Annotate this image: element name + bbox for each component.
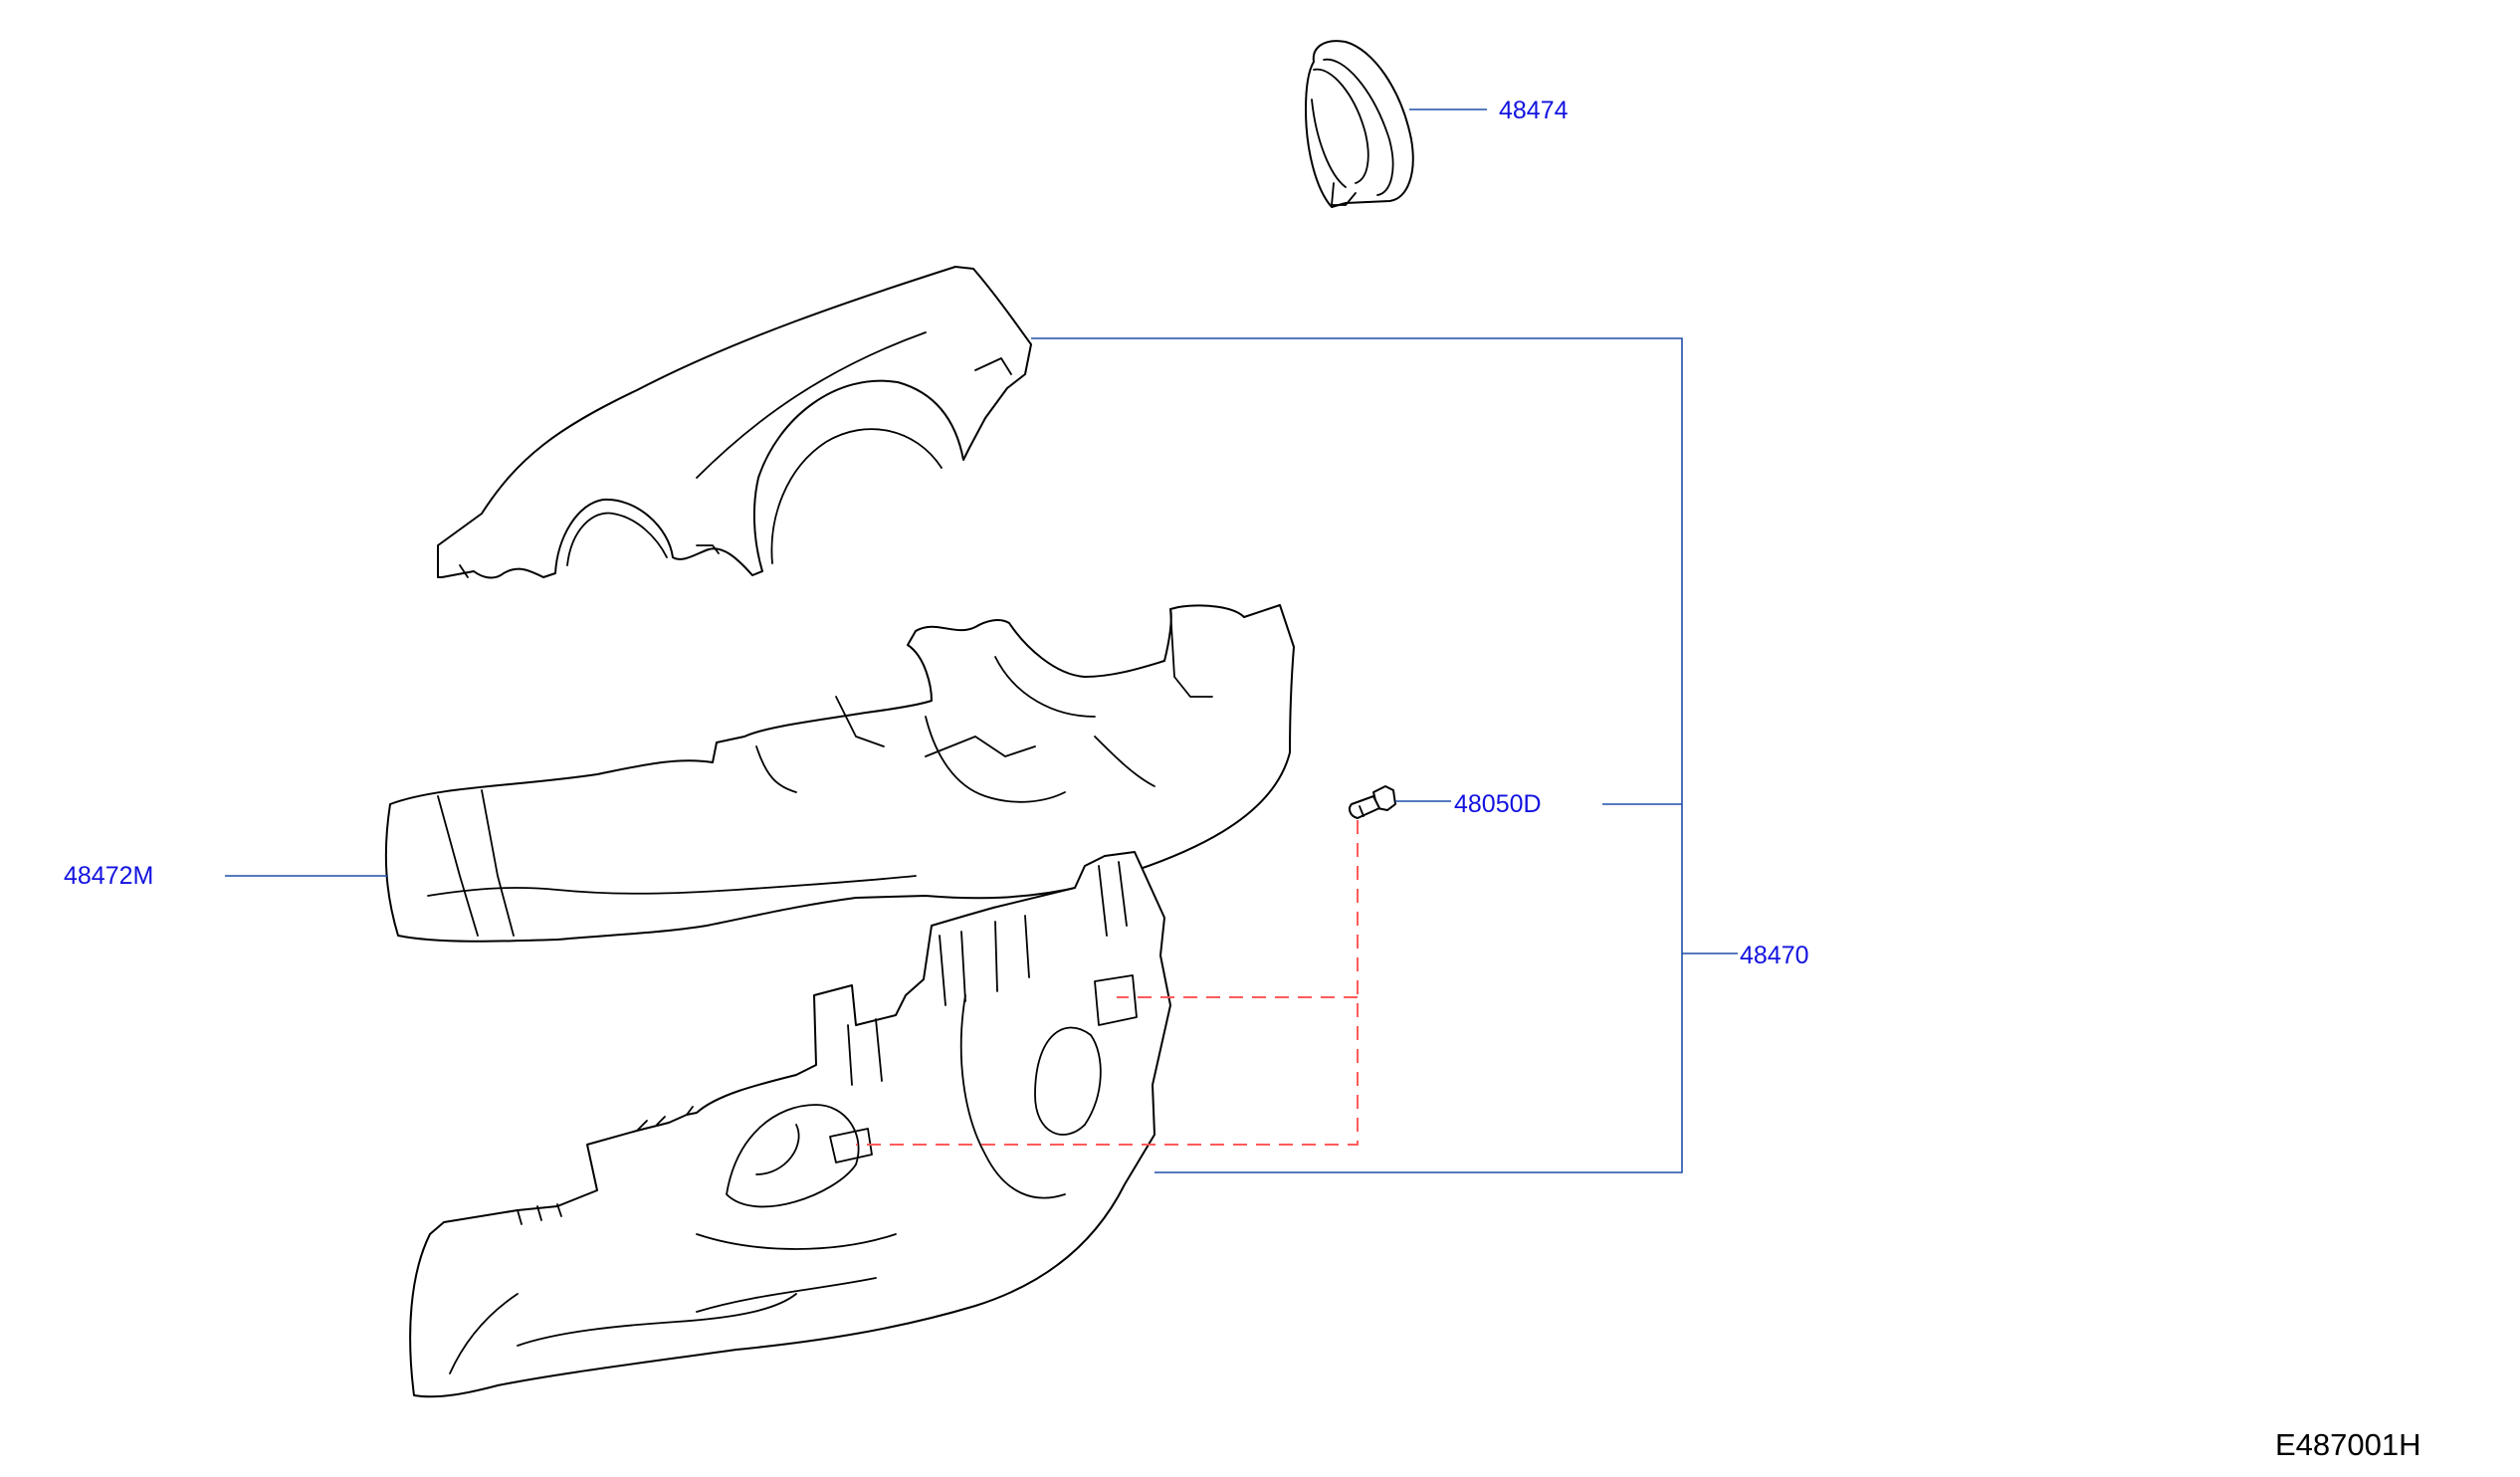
bracket-48470 — [1031, 337, 1683, 1173]
part-lower-column-cover — [409, 851, 1171, 1398]
callout-48470: 48470 — [1740, 942, 1809, 969]
part-upper-column-cover — [437, 266, 1032, 579]
leader-lines — [225, 108, 1738, 1173]
part-48050d-screw — [1349, 785, 1396, 819]
part-48474-ring — [1305, 40, 1414, 208]
callout-48474: 48474 — [1499, 97, 1569, 124]
callout-48472m: 48472M — [64, 862, 154, 890]
part-48472m-lower-panel — [384, 604, 1295, 943]
hidden-lines — [856, 820, 1359, 1146]
diagram-id-label: E487001H — [2275, 1427, 2421, 1462]
screw-path-line — [856, 820, 1359, 1146]
callout-48050d: 48050D — [1454, 790, 1542, 818]
